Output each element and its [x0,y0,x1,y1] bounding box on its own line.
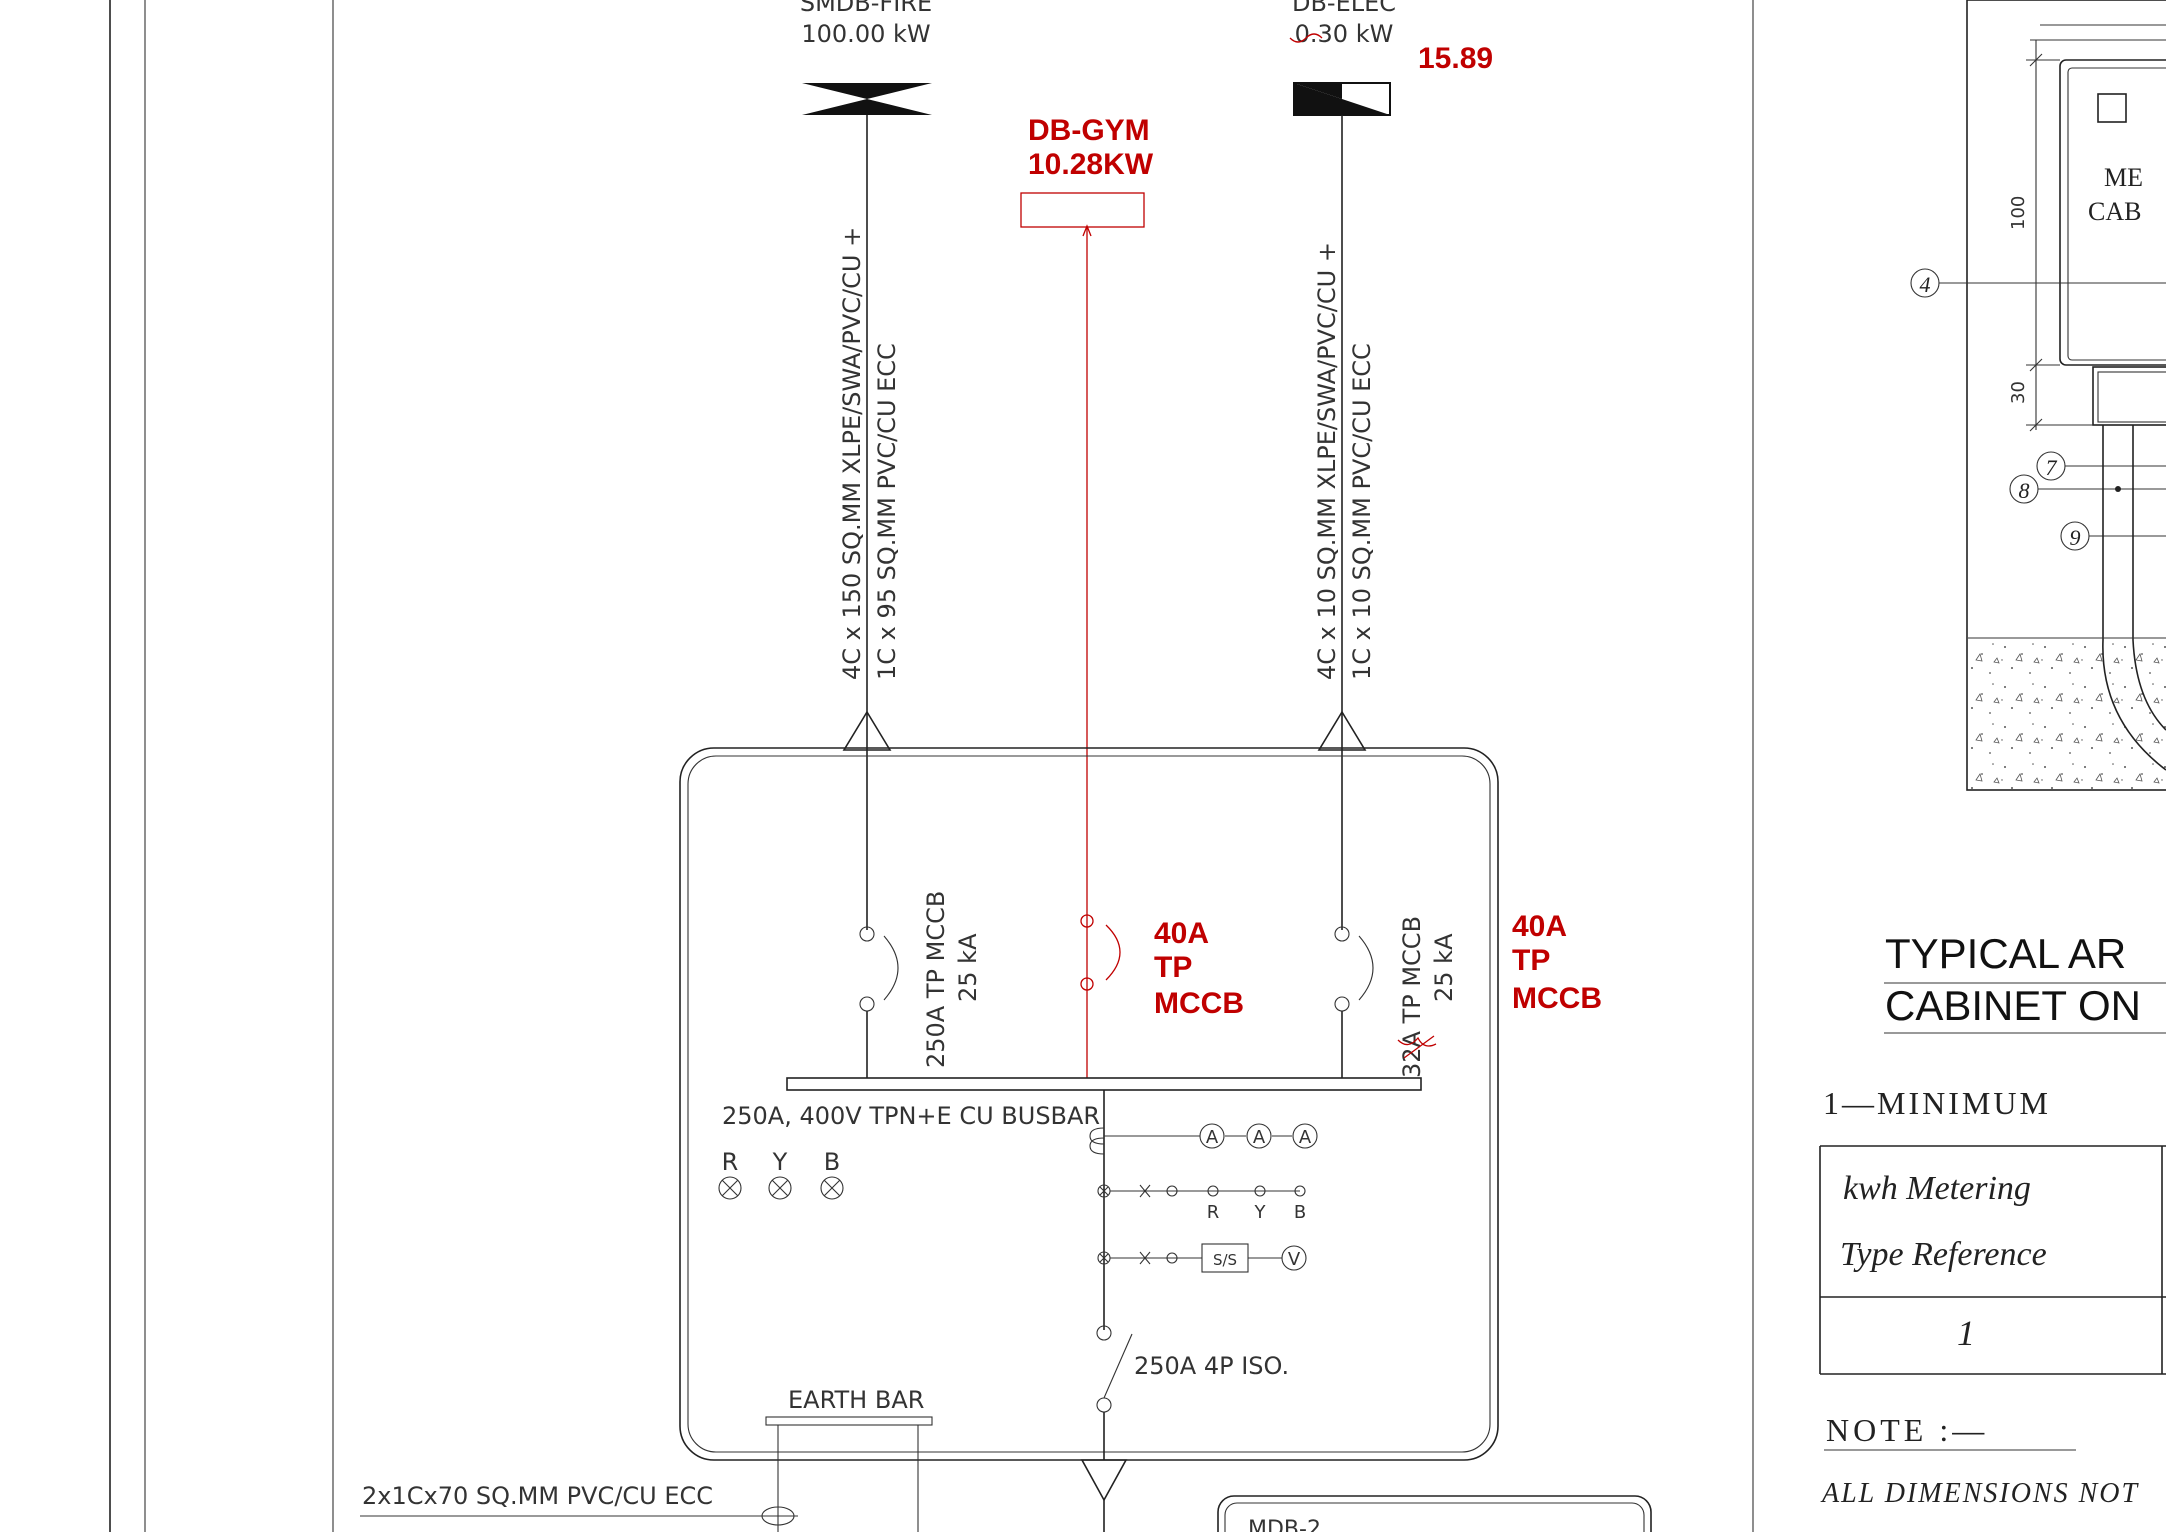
incoming-feeder: 2x1Cx70 SQ.MM PVC/CU ECC MDB-2 [360,1459,1652,1532]
smdb-fire-mccb-symbol [859,926,899,1012]
db-gym-breaker-1: 40A [1154,917,1209,950]
detail-title-block: TYPICAL AR CABINET ON 1—MINIMUM kwh Mete… [1819,930,2166,1509]
callout-7: 7 [2036,451,2166,481]
cabinet-text-1: ME [2104,163,2143,192]
kwh-metering-table: kwh Metering Type Reference 1 [1819,1145,2166,1375]
earth-conductor-label: 2x1Cx70 SQ.MM PVC/CU ECC [362,1482,713,1510]
meter-phase-b: B [1294,1202,1306,1223]
dimension-100: 100 [2008,196,2029,230]
db-elec-breaker-markup-scribble [1397,1035,1437,1059]
smdb-fire-cable-1: 4C x 150 SQ.MM XLPE/SWA/PVC/CU + [838,227,866,680]
callout-9-number: 9 [2070,525,2081,550]
smdb-fire-name: SMDB-FIRE [800,0,932,17]
db-gym-power: 10.28KW [1028,148,1154,181]
callout-7-number: 7 [2046,455,2058,480]
ammeter-3-label: A [1299,1127,1312,1148]
cabinet-text-2: CAB [2088,197,2141,226]
db-elec-markup-breaker-3: MCCB [1512,982,1602,1015]
busbar-label: 250A, 400V TPN+E CU BUSBAR [722,1102,1100,1130]
cabinet-window-square [2097,93,2127,123]
callout-9: 9 [2060,521,2166,551]
isolator-label: 250A 4P ISO. [1134,1352,1289,1380]
earth-bar-label: EARTH BAR [788,1386,924,1414]
db-gym-breaker-3: MCCB [1154,987,1244,1020]
selector-switch-label: S/S [1213,1251,1237,1269]
phase-lamp-label-r: R [722,1148,739,1176]
db-elec-markup-scribble [1289,33,1323,43]
db-elec-name: DB-ELEC [1292,0,1396,17]
table-header-type-reference: Type Reference [1840,1236,2047,1273]
db-elec-breaker-rating: 32A TP MCCB [1398,916,1426,1078]
detail-title-line-1: TYPICAL AR [1885,930,2126,977]
db-elec-mccb-symbol [1334,926,1374,1012]
db-gym-breaker-2: TP [1154,951,1192,984]
phase-indicator-lamps: R Y B [718,1148,844,1200]
phase-lamp-label-y: Y [772,1148,788,1176]
minimum-heading: 1—MINIMUM [1823,1085,2051,1121]
db-elec-markup-breaker-1: 40A [1512,910,1567,943]
db-elec-markup-breaker-2: TP [1512,944,1550,977]
detail-title-line-2: CABINET ON [1885,982,2141,1029]
db-elec-breaker-ka: 25 kA [1430,933,1458,1002]
main-isolator: 250A 4P ISO. [1096,1325,1289,1460]
feeder-smdb-fire: SMDB-FIRE 100.00 kW 4C x 150 SQ.MM XLPE/… [800,0,982,1082]
earth-bar: EARTH BAR [765,1386,933,1532]
dimension-30: 30 [2008,381,2029,404]
smdb-fire-breaker-ka: 25 kA [954,933,982,1002]
meter-phase-r: R [1207,1202,1220,1223]
ammeter-2-label: A [1253,1127,1266,1148]
table-cell-type-1: 1 [1957,1313,1975,1353]
callout-4-number: 4 [1920,272,1931,297]
db-elec-markup-value: 15.89 [1418,42,1493,75]
voltmeter-label: V [1288,1249,1301,1270]
db-elec-cable-1: 4C x 10 SQ.MM XLPE/SWA/PVC/CU + [1313,242,1341,680]
db-elec-power: 0.30 kW [1295,20,1394,48]
mdb-box [1217,1495,1652,1532]
callout-4: 4 [1910,268,2166,298]
distribution-panel: 250A, 400V TPN+E CU BUSBAR R Y B A A A [679,747,1499,1532]
smdb-fire-power: 100.00 kW [801,20,930,48]
callout-8: 8 [2009,474,2166,504]
table-header-kwh-metering: kwh Metering [1843,1170,2031,1207]
mdb-label: MDB-2 [1248,1517,1321,1532]
smdb-fire-cable-2: 1C x 95 SQ.MM PVC/CU ECC [873,343,901,680]
callout-8-number: 8 [2019,478,2030,503]
feeder-db-elec: DB-ELEC 0.30 kW 15.89 4C x 10 SQ.MM XLPE… [1289,0,1602,1082]
db-elec-cable-2: 1C x 10 SQ.MM PVC/CU ECC [1348,343,1376,680]
cabinet-detail: ME CAB 100 30 4 7 8 [1910,0,2166,791]
voltmeter-selector: S/S V [1097,1243,1307,1273]
current-transformer-ammeters: A A A [1089,1123,1318,1155]
smdb-fire-breaker-rating: 250A TP MCCB [922,891,950,1068]
db-elec-load-symbol [1293,82,1391,116]
db-gym-load-box [1020,192,1145,228]
phase-lamp-label-b: B [824,1148,840,1176]
feeder-db-gym: DB-GYM 10.28KW 40A TP MCCB [1020,114,1244,1084]
note-text: ALL DIMENSIONS NOT [1820,1478,2140,1509]
phase-indicator-line: R Y B [1097,1184,1306,1223]
concrete-base [1968,638,2166,790]
note-heading: NOTE :— [1826,1412,1988,1448]
db-gym-name: DB-GYM [1028,114,1150,147]
sheet-frame [109,0,1754,1532]
meter-phase-y: Y [1254,1202,1267,1223]
busbar [786,1077,1422,1091]
db-gym-mccb-symbol [1080,914,1121,991]
smdb-fire-load-symbol [802,83,932,115]
ammeter-1-label: A [1206,1127,1219,1148]
